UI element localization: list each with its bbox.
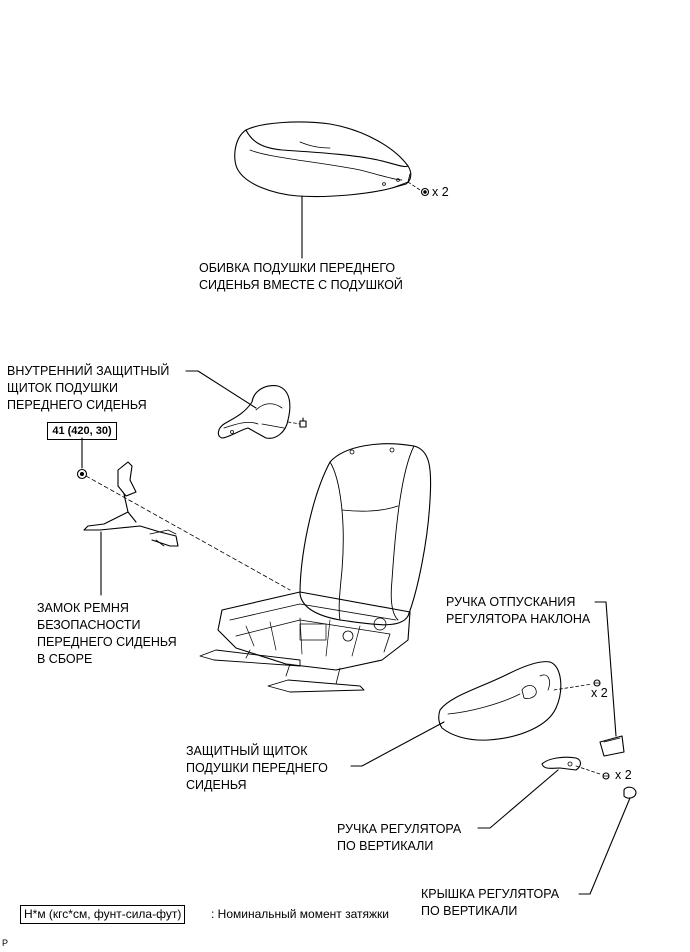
label-line: РУЧКА РЕГУЛЯТОРА <box>337 822 462 836</box>
label-line: КРЫШКА РЕГУЛЯТОРА <box>421 887 560 901</box>
label-outer-shield: ЗАЩИТНЫЙ ЩИТОК ПОДУШКИ ПЕРЕДНЕГО СИДЕНЬЯ <box>186 743 328 794</box>
leader-vertical-cover <box>578 797 631 895</box>
recliner-handle-illustration <box>599 735 625 757</box>
buckle-guide-line <box>85 475 291 591</box>
seat-assembly-illustration <box>199 443 432 693</box>
legend-units-box: Н*м (кгс*см, фунт-сила-фут) <box>20 905 186 924</box>
leader-vertical-handle <box>477 769 559 829</box>
leader-outer-shield <box>350 721 445 767</box>
label-seatbelt-buckle: ЗАМОК РЕМНЯ БЕЗОПАСНОСТИ ПЕРЕДНЕГО СИДЕН… <box>37 600 177 668</box>
label-cushion-cover: ОБИВКА ПОДУШКИ ПЕРЕДНЕГО СИДЕНЬЯ ВМЕСТЕ … <box>199 260 403 294</box>
seatbelt-buckle-illustration <box>76 461 179 547</box>
clip-icon <box>420 187 430 197</box>
label-recliner-handle: РУЧКА ОТПУСКАНИЯ РЕГУЛЯТОРА НАКЛОНА <box>446 594 590 628</box>
label-line: СИДЕНЬЯ <box>186 778 247 792</box>
clip-guide-line <box>407 181 421 191</box>
vertical-handle-illustration <box>541 756 582 771</box>
label-line: ЗАЩИТНЫЙ ЩИТОК <box>186 744 308 758</box>
label-line: ПО ВЕРТИКАЛИ <box>421 904 518 918</box>
label-line: В СБОРЕ <box>37 652 93 666</box>
vertical-cover-icon <box>623 786 637 799</box>
label-line: ОБИВКА ПОДУШКИ ПЕРЕДНЕГО <box>199 261 396 275</box>
leader-recliner-handle <box>594 601 617 737</box>
legend-description: : Номинальный момент затяжки <box>211 907 389 921</box>
leader-inner-shield <box>185 370 257 409</box>
label-inner-shield: ВНУТРЕННИЙ ЗАЩИТНЫЙ ЩИТОК ПОДУШКИ ПЕРЕДН… <box>7 363 169 414</box>
screw-icon-outer-shield <box>593 679 601 687</box>
screw-icon-inner-shield <box>299 417 307 428</box>
label-line: ПОДУШКИ ПЕРЕДНЕГО <box>186 761 328 775</box>
torque-spec-box: 41 (420, 30) <box>47 422 117 440</box>
inner-shield-illustration <box>217 385 291 439</box>
label-line: ЗАМОК РЕМНЯ <box>37 601 129 615</box>
label-line: ПО ВЕРТИКАЛИ <box>337 839 434 853</box>
label-line: ВНУТРЕННИЙ ЗАЩИТНЫЙ <box>7 364 170 378</box>
label-line: РУЧКА ОТПУСКАНИЯ <box>446 595 576 609</box>
label-line: СИДЕНЬЯ ВМЕСТЕ С ПОДУШКОЙ <box>199 278 403 292</box>
label-line: БЕЗОПАСНОСТИ <box>37 618 141 632</box>
label-line: РЕГУЛЯТОРА НАКЛОНА <box>446 612 591 626</box>
label-line: ПЕРЕДНЕГО СИДЕНЬЯ <box>37 635 177 649</box>
figure-code: P <box>2 938 9 948</box>
label-line: ЩИТОК ПОДУШКИ <box>7 381 118 395</box>
label-vertical-cover: КРЫШКА РЕГУЛЯТОРА ПО ВЕРТИКАЛИ <box>421 886 559 920</box>
cushion-cover-illustration <box>234 121 412 198</box>
label-vertical-handle: РУЧКА РЕГУЛЯТОРА ПО ВЕРТИКАЛИ <box>337 821 461 855</box>
qty-screw-vertical-handle: x 2 <box>615 768 632 782</box>
screw-icon-vertical-handle <box>602 772 610 780</box>
outer-shield-illustration <box>438 661 562 741</box>
qty-clip-cushion: x 2 <box>432 185 449 199</box>
label-line: ПЕРЕДНЕГО СИДЕНЬЯ <box>7 398 147 412</box>
qty-screw-outer-shield: x 2 <box>591 686 608 700</box>
